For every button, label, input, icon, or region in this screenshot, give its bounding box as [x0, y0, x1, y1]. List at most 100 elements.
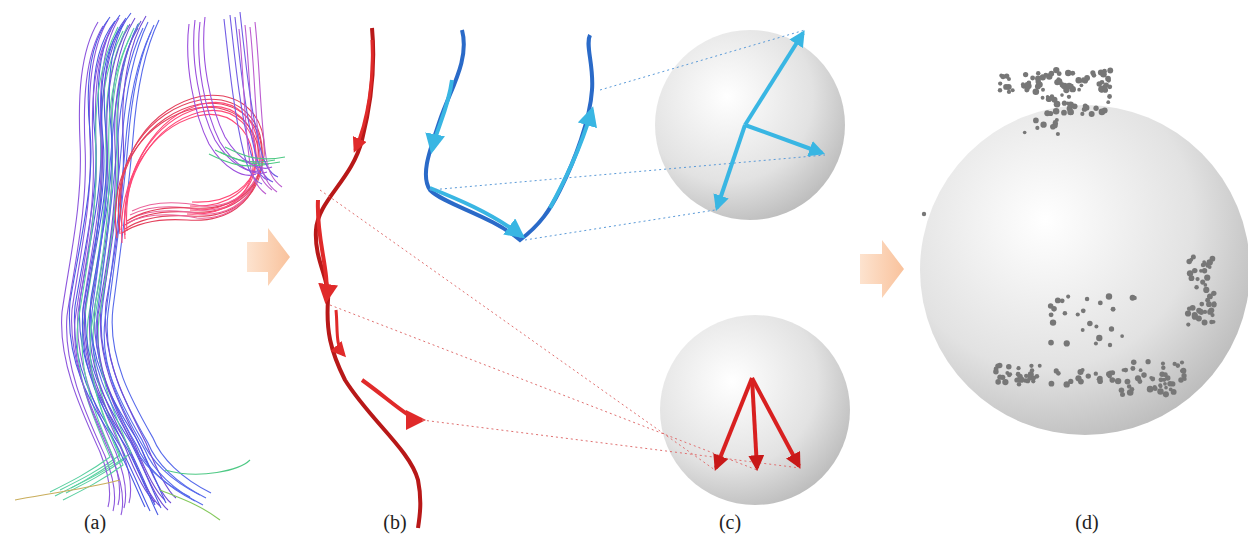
direction-point [1204, 283, 1208, 287]
direction-points [922, 67, 1217, 398]
direction-point [1212, 301, 1216, 305]
panel-label: (c) [717, 511, 743, 533]
direction-point [1049, 71, 1055, 77]
direction-point [1053, 67, 1059, 73]
direction-point [1149, 376, 1153, 380]
direction-point [1108, 343, 1112, 347]
direction-point [1158, 377, 1163, 382]
direction-point [1053, 108, 1060, 115]
direction-point [1043, 73, 1048, 78]
direction-point [1093, 106, 1098, 111]
panel-label: (b) [381, 511, 408, 533]
direction-point [1017, 382, 1021, 386]
direction-point [1067, 95, 1071, 99]
direction-point [1080, 83, 1084, 87]
direction-point [1038, 364, 1042, 368]
direction-point [1067, 109, 1073, 115]
direction-point [1041, 96, 1045, 100]
unit-sphere [660, 315, 850, 505]
direction-point [1048, 340, 1054, 346]
direction-point [1077, 88, 1081, 92]
direction-point [1076, 312, 1080, 316]
direction-point [1062, 101, 1067, 106]
direction-point [1029, 364, 1033, 368]
process-arrow [247, 228, 290, 286]
direction-point [1106, 100, 1110, 104]
direction-point [1056, 132, 1060, 136]
direction-point [1035, 126, 1039, 130]
direction-point [1207, 309, 1213, 315]
direction-point [1044, 110, 1050, 116]
direction-point [1016, 366, 1020, 370]
direction-point [1006, 84, 1012, 90]
direction-arrows [716, 33, 822, 468]
direction-point [1115, 378, 1121, 384]
direction-point [1192, 314, 1198, 320]
direction-point [1023, 72, 1028, 77]
panel-label-holder: (c) [717, 511, 743, 534]
direction-point [1067, 102, 1073, 108]
direction-point [1158, 383, 1162, 387]
direction-point [1089, 111, 1095, 117]
direction-point [1036, 71, 1040, 75]
direction-point [1011, 88, 1015, 92]
direction-point [1209, 320, 1213, 324]
direction-point [1085, 297, 1090, 302]
direction-point [1078, 379, 1084, 385]
direction-point [1202, 320, 1208, 326]
direction-point [1063, 311, 1068, 316]
direction-point [1135, 375, 1141, 381]
direction-point [1195, 277, 1199, 281]
direction-point [1031, 375, 1036, 380]
direction-point [1041, 88, 1045, 92]
direction-point [1167, 381, 1172, 386]
direction-point [1097, 377, 1101, 381]
direction-point [1107, 79, 1111, 83]
direction-point [1050, 319, 1056, 325]
direction-point [1068, 379, 1073, 384]
panel-label-holder: (d) [1073, 511, 1100, 534]
direction-point [1031, 377, 1035, 381]
direction-point [1049, 312, 1054, 317]
direction-point [1180, 360, 1184, 364]
direction-point [1139, 368, 1143, 372]
direction-point [1082, 107, 1087, 112]
direction-point [1163, 391, 1169, 397]
direction-point [1107, 94, 1112, 99]
direction-point [1199, 269, 1203, 273]
direction-point [1102, 87, 1108, 93]
direction-point [1110, 370, 1115, 375]
direction-point [1163, 382, 1167, 386]
direction-point [1186, 322, 1190, 326]
direction-point [1120, 334, 1124, 338]
direction-point [1205, 298, 1210, 303]
direction-point [1120, 392, 1125, 397]
direction-point [1111, 307, 1116, 312]
direction-point [1007, 77, 1011, 81]
direction-point [1056, 371, 1061, 376]
direction-point [994, 367, 999, 372]
direction-point [1094, 371, 1098, 375]
direction-point [1086, 373, 1091, 378]
direction-point [1094, 342, 1098, 346]
direction-point [1189, 258, 1193, 262]
direction-point [1096, 335, 1102, 341]
direction-point [1123, 368, 1128, 373]
direction-point [1145, 359, 1150, 364]
leader-lines [320, 30, 825, 470]
direction-point [1130, 366, 1135, 371]
direction-point [1147, 386, 1154, 393]
direction-point [1106, 293, 1112, 299]
direction-point [1161, 366, 1165, 370]
direction-point [1002, 379, 1008, 385]
direction-point [1187, 270, 1193, 276]
panel-label: (d) [1073, 511, 1100, 533]
direction-point [1024, 374, 1028, 378]
direction-point [1098, 300, 1103, 305]
direction-point [1097, 376, 1103, 382]
direction-point [1109, 326, 1114, 331]
direction-point [1051, 97, 1057, 103]
direction-point [1048, 303, 1053, 308]
direction-point [1049, 381, 1055, 387]
